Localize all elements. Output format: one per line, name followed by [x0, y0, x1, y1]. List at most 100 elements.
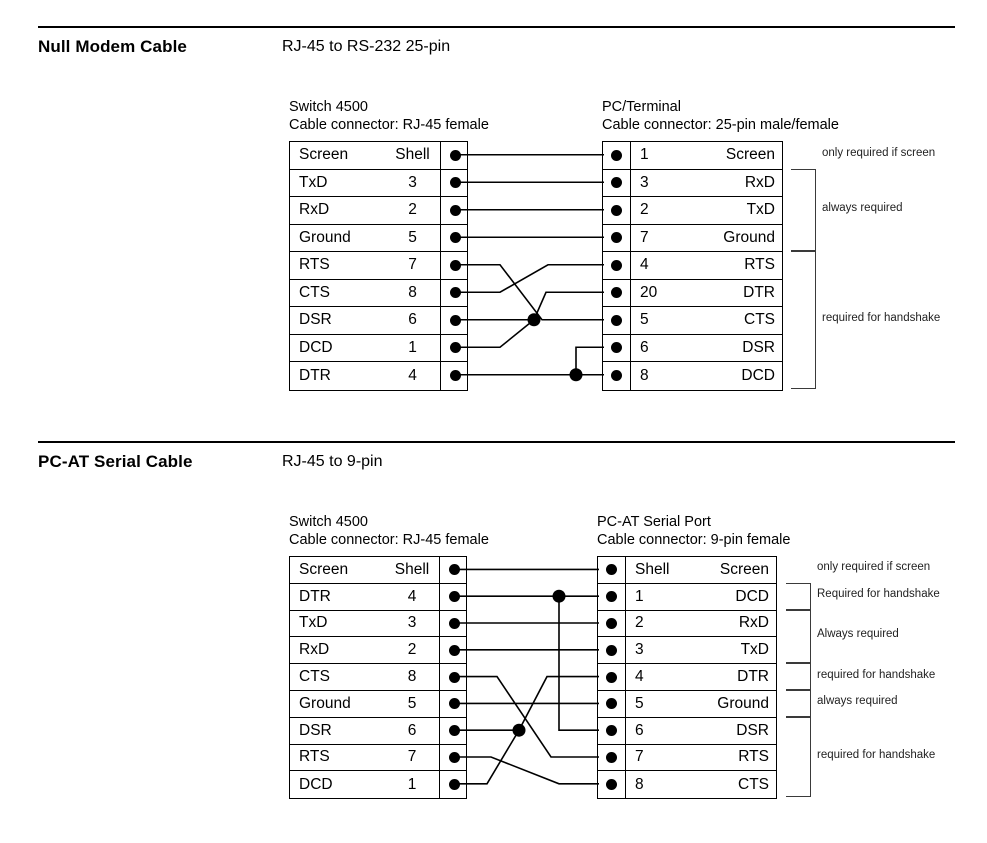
pin-contact-cell — [603, 169, 631, 196]
pin-number: 3 — [640, 173, 649, 191]
signal-name: DSR — [742, 338, 775, 356]
pin-number: 3 — [407, 614, 417, 632]
pin-contact-dot — [448, 779, 460, 791]
signal-name: DSR — [736, 721, 769, 739]
signal-name: DSR — [299, 721, 332, 739]
signal-name: Screen — [725, 146, 775, 164]
signal-name: Screen — [719, 560, 769, 578]
pin-contact-dot — [611, 259, 622, 271]
pin-number: 20 — [640, 283, 658, 301]
wiring-diagram — [452, 153, 604, 382]
signal-name: DCD — [299, 775, 333, 793]
signal-name: RxD — [738, 614, 769, 632]
right-connector-header-line2: Cable connector: 9-pin female — [597, 532, 791, 548]
requirement-note: required for handshake — [822, 311, 941, 324]
left-connector-header-line1: Switch 4500 — [289, 514, 368, 530]
pin-contact-cell — [598, 717, 626, 744]
requirement-note: Required for handshake — [817, 588, 940, 601]
pin-row: 4 DTR — [598, 664, 776, 691]
signal-name: TxD — [299, 614, 328, 632]
signal-name: DTR — [743, 283, 775, 301]
pin-number: 4 — [408, 366, 417, 384]
requirement-bracket — [786, 582, 811, 610]
pin-contact-cell — [603, 142, 631, 169]
pin-number: 7 — [640, 228, 649, 246]
requirement-note: only required if screen — [822, 146, 936, 159]
signal-name: RTS — [744, 256, 775, 274]
pin-row: 7 Ground — [603, 224, 782, 252]
signal-name: RxD — [299, 641, 330, 659]
pin-number: 5 — [407, 694, 417, 712]
signal-name: DCD — [741, 366, 775, 384]
pin-contact-dot — [606, 564, 617, 576]
pin-contact-cell — [598, 637, 626, 664]
pin-number: 3 — [408, 173, 417, 191]
left-connector-header-line2: Cable connector: RJ-45 female — [289, 117, 489, 133]
pin-number: 1 — [407, 775, 417, 793]
pin-row: DCD 1 — [290, 771, 468, 799]
pin-contact-dot — [606, 671, 617, 683]
pin-contact-cell — [603, 334, 631, 361]
pin-contact-cell — [603, 362, 631, 390]
pin-contact-dot — [606, 591, 617, 603]
requirement-note: always required — [817, 695, 898, 708]
requirement-bracket — [791, 251, 816, 389]
pin-number: 4 — [640, 256, 649, 274]
pin-contact-dot — [606, 644, 617, 656]
pin-number: 8 — [635, 775, 644, 793]
signal-name: TxD — [746, 201, 775, 219]
signal-name: DCD — [735, 587, 769, 605]
pin-number: 8 — [407, 668, 417, 686]
pin-number: 1 — [408, 338, 417, 356]
signal-name: DSR — [299, 311, 332, 329]
requirement-note: required for handshake — [817, 749, 936, 761]
pin-contact-dot — [611, 342, 622, 354]
pin-number: Shell — [395, 146, 430, 164]
pin-number: 2 — [407, 641, 417, 659]
signal-name: DTR — [737, 668, 769, 686]
pin-number: 5 — [408, 228, 417, 246]
pin-row: 4 RTS — [603, 252, 782, 280]
pin-number: 4 — [635, 668, 644, 686]
left-connector-header-line2: Cable connector: RJ-45 female — [289, 532, 489, 548]
pin-number: 6 — [408, 311, 417, 329]
pin-number: 2 — [640, 201, 649, 219]
pin-contact-cell — [598, 771, 626, 799]
pin-row: 1 Screen — [603, 142, 782, 170]
pin-contact-dot — [611, 232, 622, 244]
pin-contact-cell — [439, 771, 468, 799]
signal-name: CTS — [299, 668, 330, 686]
pin-number: 6 — [635, 721, 644, 739]
requirement-bracket — [791, 168, 816, 251]
pin-number: 7 — [408, 256, 417, 274]
pin-number: 4 — [407, 587, 417, 605]
pin-row: 6 DSR — [598, 717, 776, 745]
pin-row: 3 TxD — [598, 637, 776, 665]
signal-name: Ground — [299, 694, 351, 712]
signal-name: Ground — [723, 228, 775, 246]
pin-contact-dot — [606, 751, 617, 763]
signal-name: CTS — [299, 283, 330, 301]
pin-contact-dot — [449, 370, 461, 382]
signal-name: TxD — [740, 641, 769, 659]
pin-number: 2 — [408, 201, 417, 219]
right-connector-header-line1: PC/Terminal — [602, 99, 681, 115]
pin-number: Shell — [635, 560, 670, 578]
signal-name: DCD — [299, 338, 333, 356]
pin-contact-dot — [606, 698, 617, 710]
section-divider-rule — [38, 441, 955, 443]
pin-number: 1 — [640, 146, 649, 164]
signal-name: Screen — [299, 560, 349, 578]
signal-name: Ground — [717, 694, 769, 712]
signal-name: Ground — [299, 228, 351, 246]
pin-number: 3 — [635, 641, 644, 659]
